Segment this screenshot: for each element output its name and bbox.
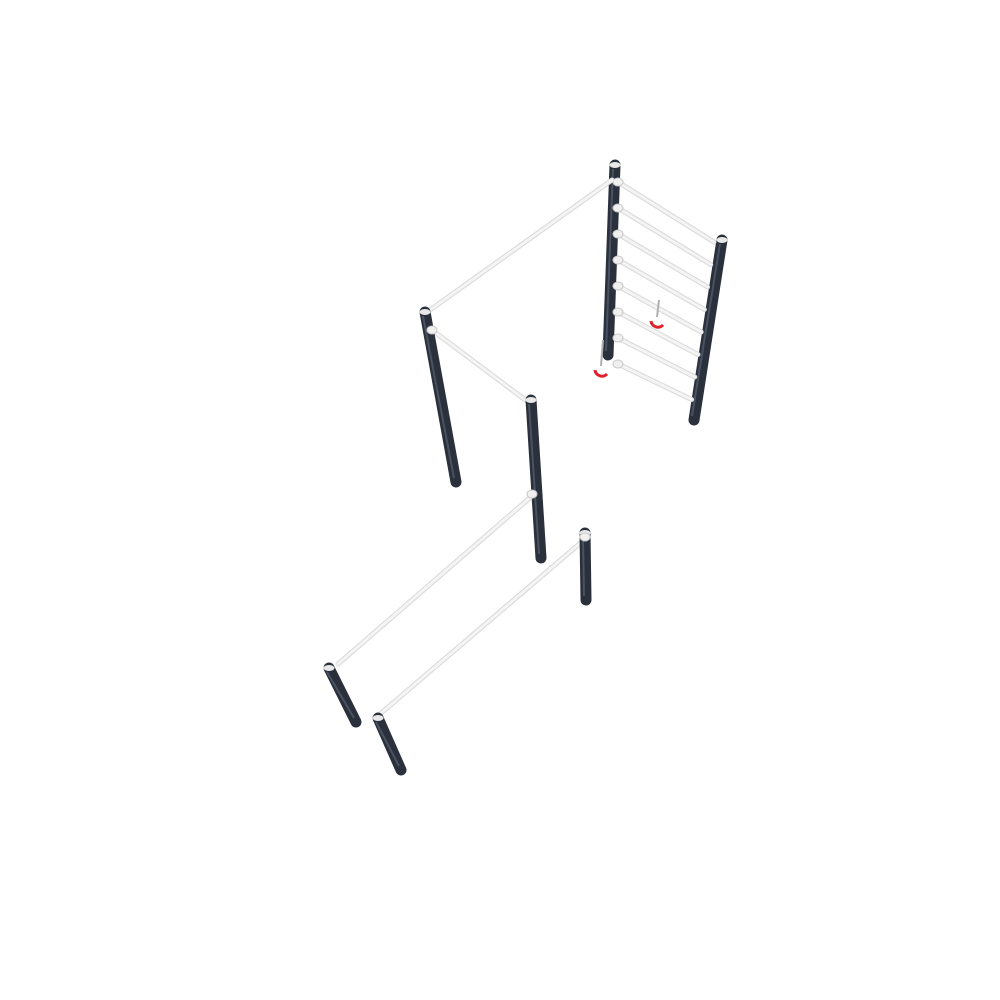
post-ladder-left-highlight bbox=[605, 168, 614, 352]
rung-clamp bbox=[612, 229, 624, 239]
post-ladder-right-highlight bbox=[691, 243, 721, 417]
bar-clamp bbox=[426, 325, 438, 335]
rung-clamp bbox=[612, 255, 624, 265]
rung-clamp bbox=[612, 177, 624, 187]
rung-clamp bbox=[612, 333, 624, 343]
post-pullup-left-highlight bbox=[422, 315, 455, 479]
ladder-rung bbox=[616, 284, 703, 334]
gym-ring bbox=[593, 369, 609, 378]
post-parallel-rear-right-highlight bbox=[582, 536, 585, 597]
gym-ring-strap bbox=[656, 299, 660, 318]
post-pullup-right bbox=[525, 394, 547, 564]
ladder-rung bbox=[616, 336, 697, 379]
ladder-rung bbox=[616, 232, 710, 289]
rung-clamp bbox=[612, 203, 624, 213]
ladder-rung bbox=[616, 180, 716, 244]
post-pullup-left-cap bbox=[419, 309, 431, 315]
bar-clamp bbox=[526, 489, 538, 499]
post-parallel-left-highlight bbox=[326, 671, 355, 719]
post-parallel-front-left-cap bbox=[372, 715, 384, 721]
parallel-bar-rear bbox=[336, 494, 534, 666]
post-ladder-right bbox=[688, 234, 728, 426]
post-pullup-right-cap bbox=[525, 397, 537, 403]
post-pullup-right-highlight bbox=[528, 403, 540, 555]
post-parallel-front-left-highlight bbox=[375, 721, 400, 767]
ladder-rung bbox=[616, 206, 713, 266]
post-parallel-rear-right bbox=[579, 527, 592, 606]
ladder-rung bbox=[616, 362, 694, 401]
gym-ring-strap bbox=[600, 339, 604, 367]
rung-clamp bbox=[612, 281, 624, 291]
bar-clamp bbox=[579, 532, 591, 542]
pullup-bar-top bbox=[428, 178, 614, 312]
post-ladder-right-cap bbox=[716, 237, 728, 243]
pullup-bar-side bbox=[430, 328, 530, 404]
post-ladder-left-cap bbox=[609, 162, 621, 168]
rung-clamp bbox=[612, 359, 624, 369]
gym-ring bbox=[649, 320, 665, 329]
ladder-rung bbox=[616, 310, 700, 356]
post-ladder-left bbox=[602, 159, 621, 361]
post-pullup-left bbox=[419, 306, 462, 488]
ladder-rung bbox=[616, 258, 706, 311]
rung-clamp bbox=[612, 307, 624, 317]
post-parallel-left-cap bbox=[323, 665, 335, 671]
parallel-bar-front bbox=[378, 538, 586, 716]
